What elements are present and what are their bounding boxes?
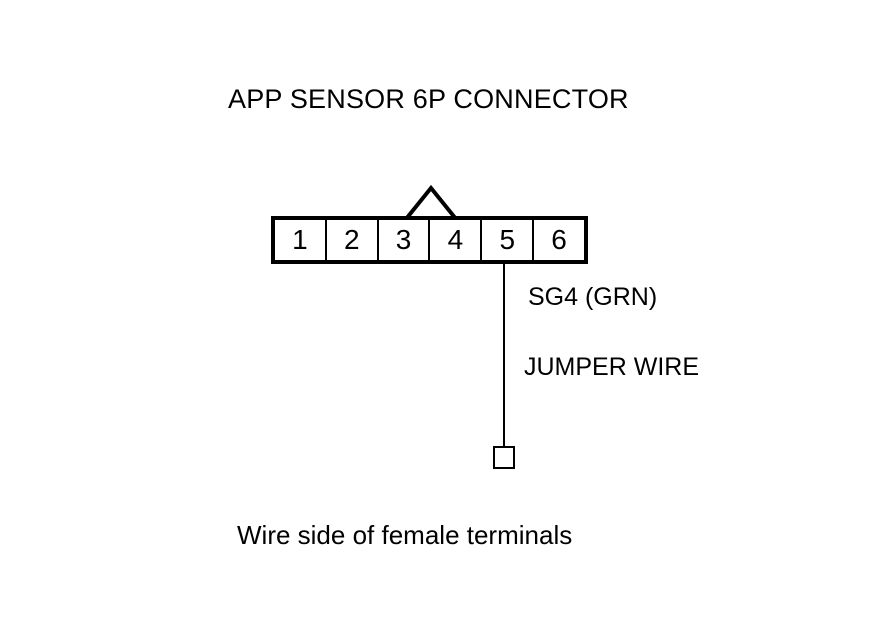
connector-pin-5-label: 5 (499, 224, 516, 255)
jumper-wire-line (503, 262, 505, 448)
diagram-caption: Wire side of female terminals (237, 520, 573, 550)
notch-triangle-svg (404, 184, 458, 221)
connector-keyway-notch-icon (404, 183, 460, 221)
connector-pin-3[interactable]: 3 (378, 220, 431, 260)
wire-signal-label: SG4 (GRN) (528, 283, 658, 311)
jumper-wire-terminal (493, 446, 515, 469)
connector-pin-2[interactable]: 2 (326, 220, 379, 260)
connector-pin-3-label: 3 (395, 224, 412, 255)
page-title: APP SENSOR 6P CONNECTOR (228, 84, 629, 114)
connector-pin-6[interactable]: 6 (534, 220, 584, 260)
connector-pin-6-label: 6 (551, 224, 567, 255)
connector-pin-5[interactable]: 5 (482, 220, 535, 260)
connector-pin-2-label: 2 (343, 224, 360, 255)
connector-pin-4-label: 4 (447, 224, 464, 255)
connector-pin-4[interactable]: 4 (430, 220, 483, 260)
connector-pin-1-label: 1 (292, 224, 308, 255)
connector-body: 1 2 3 4 5 6 (271, 216, 588, 264)
wire-type-label: JUMPER WIRE (524, 353, 699, 381)
connector-pin-1[interactable]: 1 (275, 220, 327, 260)
